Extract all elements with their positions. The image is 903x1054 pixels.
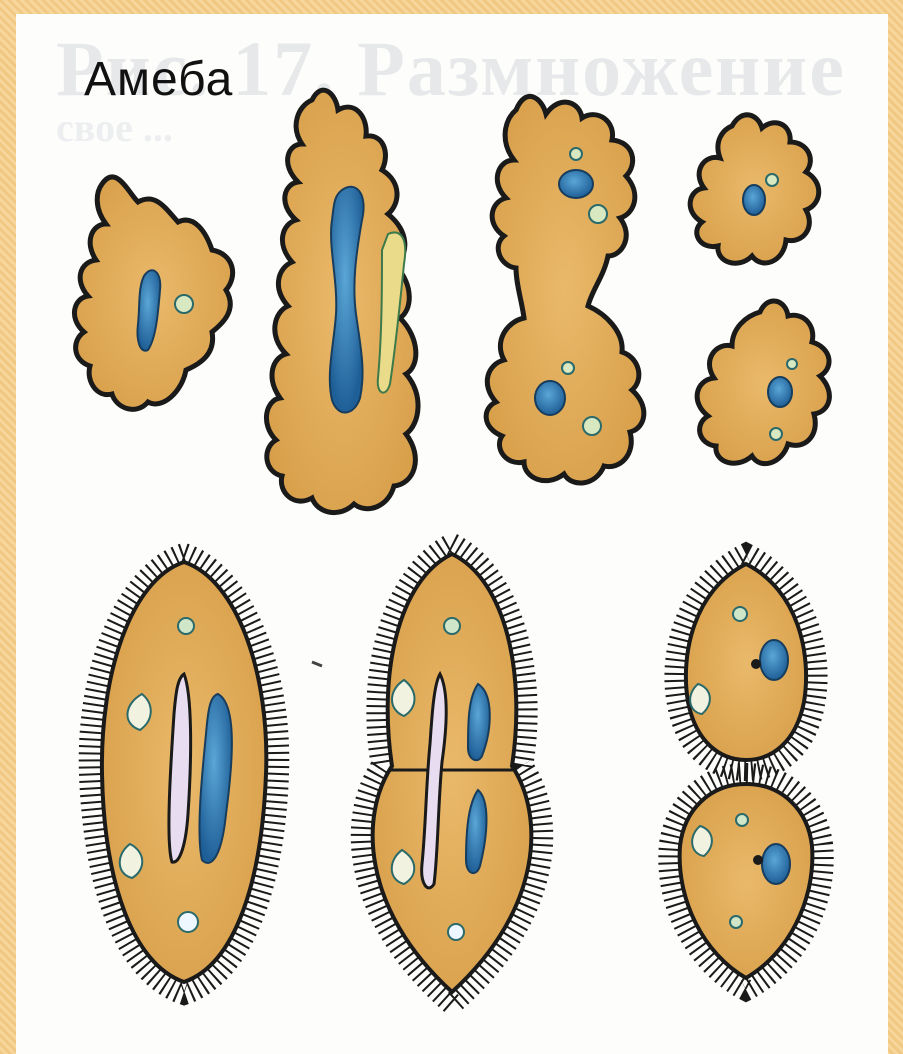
amoeba-icon: [697, 301, 829, 464]
illustration-paper: Рис. 17. Размножение свое ...: [16, 14, 888, 1054]
vacuole-icon: [766, 174, 778, 186]
paramecium-icon: [362, 544, 542, 1004]
amoeba-icon: [74, 177, 232, 409]
nucleus-icon: [535, 381, 565, 415]
vacuole-icon: [787, 359, 797, 369]
nucleus-icon: [762, 844, 790, 884]
amoeba-icon: [690, 115, 819, 263]
amoeba-icon: [266, 90, 418, 512]
vacuole-icon: [770, 428, 782, 440]
amoeba-icon: [486, 96, 644, 483]
vacuole-icon: [589, 205, 607, 223]
paramecium-icon: [675, 554, 816, 770]
division-illustration: [16, 14, 888, 1054]
paramecium-icon: [669, 774, 822, 990]
vacuole-icon: [562, 362, 574, 374]
paramecium-icon: [90, 554, 279, 994]
nucleus-icon: [743, 185, 765, 215]
nucleus-icon: [768, 377, 792, 407]
page-title: Амеба: [84, 52, 233, 107]
vacuole-icon: [175, 295, 193, 313]
nucleus-icon: [760, 640, 788, 680]
nucleus-icon: [559, 170, 593, 198]
vacuole-icon: [570, 148, 582, 160]
vacuole-icon: [583, 417, 601, 435]
